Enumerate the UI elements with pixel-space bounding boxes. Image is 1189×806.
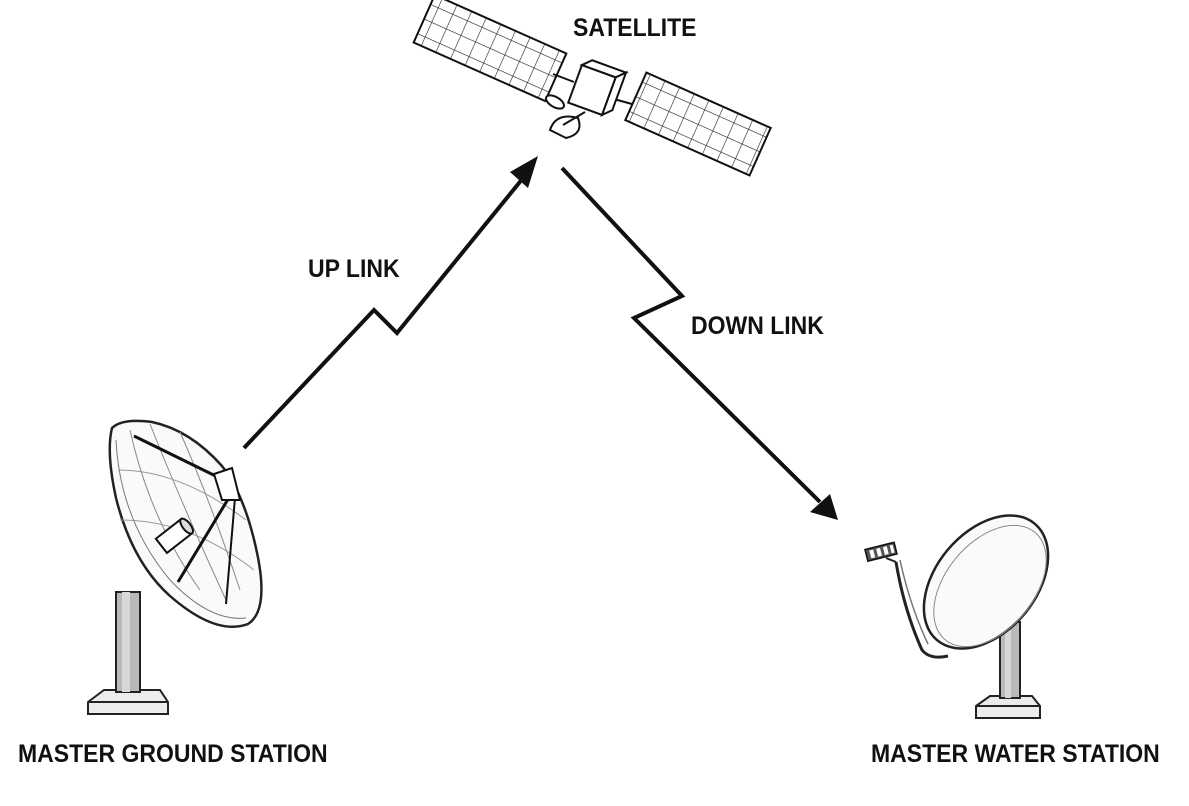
ground-station-label: MASTER GROUND STATION <box>18 740 328 768</box>
downlink-label: DOWN LINK <box>691 312 824 340</box>
uplink-arrow <box>242 156 538 450</box>
water-station-label: MASTER WATER STATION <box>871 740 1160 768</box>
satellite-icon <box>412 0 773 177</box>
downlink-arrow <box>560 166 838 520</box>
uplink-label: UP LINK <box>308 255 400 283</box>
satellite-label: SATELLITE <box>573 14 697 42</box>
ground-dish-icon <box>87 419 263 715</box>
water-dish-icon <box>864 514 1050 719</box>
